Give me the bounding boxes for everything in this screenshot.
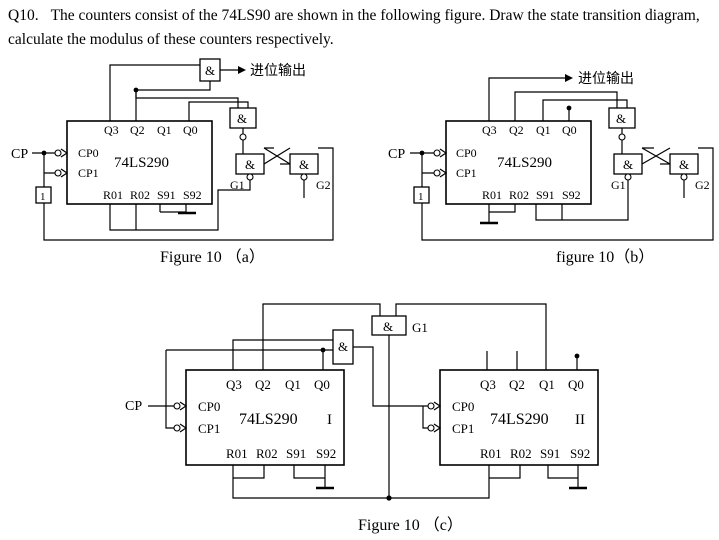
chip-a-s92: S92 bbox=[183, 188, 202, 202]
carry-output-a: 进位输出 bbox=[250, 63, 306, 79]
inverter-a bbox=[35, 186, 52, 204]
cp-label-c: CP bbox=[125, 399, 142, 414]
chip-c1-q0: Q0 bbox=[314, 377, 330, 392]
chip-b-cp1: CP1 bbox=[456, 166, 477, 180]
figure-b: Q3 Q2 Q1 Q0 74LS290 CP0 CP1 R01 R02 S91 … bbox=[388, 71, 714, 266]
cp-wires-b bbox=[410, 147, 714, 241]
g1-label-c: G1 bbox=[412, 320, 428, 335]
chip-c2-s92: S92 bbox=[570, 446, 590, 461]
chip-c1 bbox=[185, 369, 345, 466]
chip-b-cp0: CP0 bbox=[456, 146, 477, 160]
chip-c2-s91: S91 bbox=[540, 446, 560, 461]
chip-b-q1: Q1 bbox=[536, 123, 551, 137]
chip-c1-index: I bbox=[327, 412, 332, 428]
chip-c1-r02: R02 bbox=[256, 446, 278, 461]
chip-c1-s91: S91 bbox=[286, 446, 306, 461]
chip-c2-r02: R02 bbox=[510, 446, 532, 461]
chip-b-q3: Q3 bbox=[482, 123, 497, 137]
svg-text:&: & bbox=[338, 339, 348, 354]
chip-c1-cp0: CP0 bbox=[198, 399, 220, 414]
chip-c2 bbox=[439, 369, 599, 466]
g2-label-a: G2 bbox=[316, 178, 331, 192]
chip-a bbox=[66, 120, 213, 205]
svg-text:&: & bbox=[616, 111, 626, 126]
chip-c1-q2: Q2 bbox=[255, 377, 271, 392]
chip-c2-cp1: CP1 bbox=[452, 421, 474, 436]
chip-c1-name: 74LS290 bbox=[239, 411, 298, 428]
chip-c1-r01: R01 bbox=[226, 446, 248, 461]
figure-c: Q3 Q2 Q1 Q0 74LS290 I CP0 CP1 R01 R02 S9… bbox=[125, 303, 599, 534]
chip-c2-name: 74LS290 bbox=[490, 411, 549, 428]
chip-b-r02: R02 bbox=[509, 188, 529, 202]
caption-c: Figure 10 （c） bbox=[358, 516, 463, 534]
chip-a-q1: Q1 bbox=[157, 123, 172, 137]
chip-b bbox=[445, 120, 592, 205]
chip-c2-q0: Q0 bbox=[568, 377, 584, 392]
question-text: Q10.The counters consist of the 74LS90 a… bbox=[8, 4, 713, 52]
chip-b-r01: R01 bbox=[482, 188, 502, 202]
question-number: Q10. bbox=[8, 7, 39, 24]
svg-text:&: & bbox=[237, 111, 247, 126]
chip-c2-q3: Q3 bbox=[480, 377, 496, 392]
chip-a-cp0: CP0 bbox=[78, 146, 99, 160]
svg-text:&: & bbox=[383, 319, 393, 334]
svg-text:&: & bbox=[205, 63, 215, 78]
chip-c2-index: II bbox=[575, 412, 585, 428]
chip-a-q2: Q2 bbox=[130, 123, 145, 137]
svg-text:&: & bbox=[299, 157, 309, 172]
cp-label-a: CP bbox=[11, 147, 28, 162]
svg-text:&: & bbox=[623, 157, 633, 172]
chip-b-q2: Q2 bbox=[509, 123, 524, 137]
chip-a-q3: Q3 bbox=[104, 123, 119, 137]
question-body: The counters consist of the 74LS90 are s… bbox=[8, 7, 700, 48]
chip-a-cp1: CP1 bbox=[78, 166, 99, 180]
chip-b-name: 74LS290 bbox=[497, 155, 552, 171]
chip-a-q0: Q0 bbox=[183, 123, 198, 137]
svg-text:&: & bbox=[679, 157, 689, 172]
cp-label-b: CP bbox=[388, 147, 405, 162]
g1-label-b: G1 bbox=[611, 178, 626, 192]
chip-a-r01: R01 bbox=[103, 188, 123, 202]
caption-b: figure 10（b） bbox=[556, 248, 654, 266]
caption-a: Figure 10 （a） bbox=[160, 248, 265, 266]
svg-text:&: & bbox=[245, 157, 255, 172]
chip-c2-cp0: CP0 bbox=[452, 399, 474, 414]
chip-c1-cp1: CP1 bbox=[198, 421, 220, 436]
chip-c2-q1: Q1 bbox=[539, 377, 555, 392]
chip-c1-q3: Q3 bbox=[226, 377, 242, 392]
cp-wires-a bbox=[32, 147, 334, 241]
svg-text:1: 1 bbox=[418, 191, 424, 203]
figure-a: Q3 Q2 Q1 Q0 74LS290 CP0 CP1 R01 R02 S91 … bbox=[11, 58, 334, 266]
chip-c2-q2: Q2 bbox=[509, 377, 525, 392]
chip-b-q0: Q0 bbox=[562, 123, 577, 137]
chip-c1-s92: S92 bbox=[316, 446, 336, 461]
chip-c1-q1: Q1 bbox=[285, 377, 301, 392]
chip-a-r02: R02 bbox=[130, 188, 150, 202]
g2-label-b: G2 bbox=[695, 178, 710, 192]
chip-a-s91: S91 bbox=[157, 188, 176, 202]
g1-label-a: G1 bbox=[230, 178, 245, 192]
svg-text:1: 1 bbox=[40, 191, 46, 203]
inverter-b bbox=[413, 186, 430, 204]
chip-c2-r01: R01 bbox=[480, 446, 502, 461]
chip-b-s91: S91 bbox=[536, 188, 555, 202]
carry-output-b: 进位输出 bbox=[578, 71, 634, 87]
chip-a-name: 74LS290 bbox=[114, 155, 169, 171]
chip-b-s92: S92 bbox=[562, 188, 581, 202]
